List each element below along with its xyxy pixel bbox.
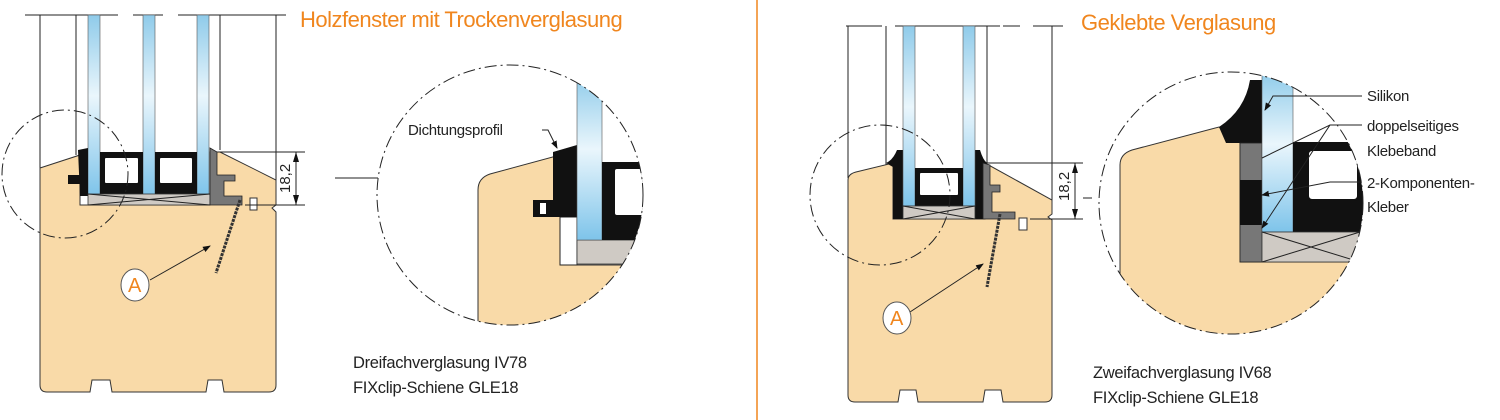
silicone-left [886, 150, 903, 219]
right-dimension-value: 18,2 [1056, 172, 1073, 201]
detail-circle [376, 64, 644, 326]
detail-marker-circle [1, 109, 129, 239]
wood-frame [39, 151, 277, 393]
marker-arrow [149, 245, 211, 281]
wood-frame [847, 162, 1053, 403]
rail-slot [249, 197, 258, 211]
left-marker-label: A [128, 275, 142, 297]
detail-gap [559, 216, 578, 266]
detail-spacer [1307, 149, 1359, 201]
left-section-drawing: 18,2 A [1, 14, 305, 393]
detail-marker-circle [809, 124, 951, 266]
spacer-1 [103, 156, 140, 185]
seal-profile-left [78, 148, 88, 196]
glass-pane-2 [142, 14, 156, 196]
spacer-2 [158, 156, 194, 185]
right-title: Geklebte Verglasung [1081, 10, 1276, 35]
dimension-lines [987, 162, 1092, 220]
glass-pane-1 [902, 25, 916, 207]
label-kleber: Kleber [1367, 199, 1409, 216]
fixclip-rail [209, 147, 243, 206]
right-marker-label: A [890, 308, 904, 330]
detail-setting-block [576, 239, 643, 265]
kleber-leader [1261, 181, 1362, 197]
right-caption-glazing: Zweifachverglasung IV68 [1093, 364, 1271, 382]
detail-circle [1098, 71, 1364, 335]
left-title: Holzfenster mit Trockenverglasung [300, 7, 622, 32]
glass-pane-1 [87, 14, 101, 196]
right-detail-view: Silikon doppelseitiges Klebeband 2-Kompo… [1098, 71, 1475, 335]
right-panel: Geklebte Verglasung 18,2 A [809, 10, 1475, 407]
glass-pane-2 [962, 25, 976, 207]
marker-a-circle [120, 268, 150, 302]
glass-pane-3 [196, 14, 210, 196]
detail-seal-nub [533, 200, 560, 217]
seal-nub [68, 175, 80, 184]
fixclip-rail [982, 162, 1016, 220]
silikon-leader [1264, 95, 1362, 111]
label-2-komponenten: 2-Komponenten- [1367, 175, 1475, 192]
label-silikon: Silikon [1367, 88, 1409, 105]
detail-2k-adhesive [1240, 180, 1262, 225]
left-detail-view: Dichtungsprofil [376, 64, 644, 326]
clip-rod [985, 213, 1002, 288]
detail-silicone [1219, 80, 1262, 143]
label-klebeband: Klebeband [1367, 143, 1436, 160]
detail-spacer [613, 167, 643, 217]
detail-glass [576, 74, 603, 241]
marker-arrow [909, 263, 984, 313]
right-section-drawing: 18,2 A [809, 25, 1092, 403]
left-dimension-value: 18,2 [277, 164, 294, 193]
marker-a-circle [882, 301, 912, 335]
left-caption-glazing: Dreifachverglasung IV78 [353, 354, 527, 372]
spacer [918, 171, 960, 197]
dichtungsprofil-label: Dichtungsprofil [408, 122, 503, 139]
frame-outline-lines [39, 15, 277, 180]
clip-rod [214, 199, 242, 274]
klebeband-leader [1262, 124, 1362, 228]
left-caption-rail: FIXclip-Schiene GLE18 [353, 379, 518, 397]
detail-seal-profile [553, 145, 577, 217]
label-doppelseitiges: doppelseitiges [1367, 118, 1459, 135]
rail-slot [1018, 217, 1028, 231]
left-panel: Holzfenster mit Trockenverglasung 18,2 [1, 7, 644, 397]
right-caption-rail: FIXclip-Schiene GLE18 [1093, 389, 1258, 407]
